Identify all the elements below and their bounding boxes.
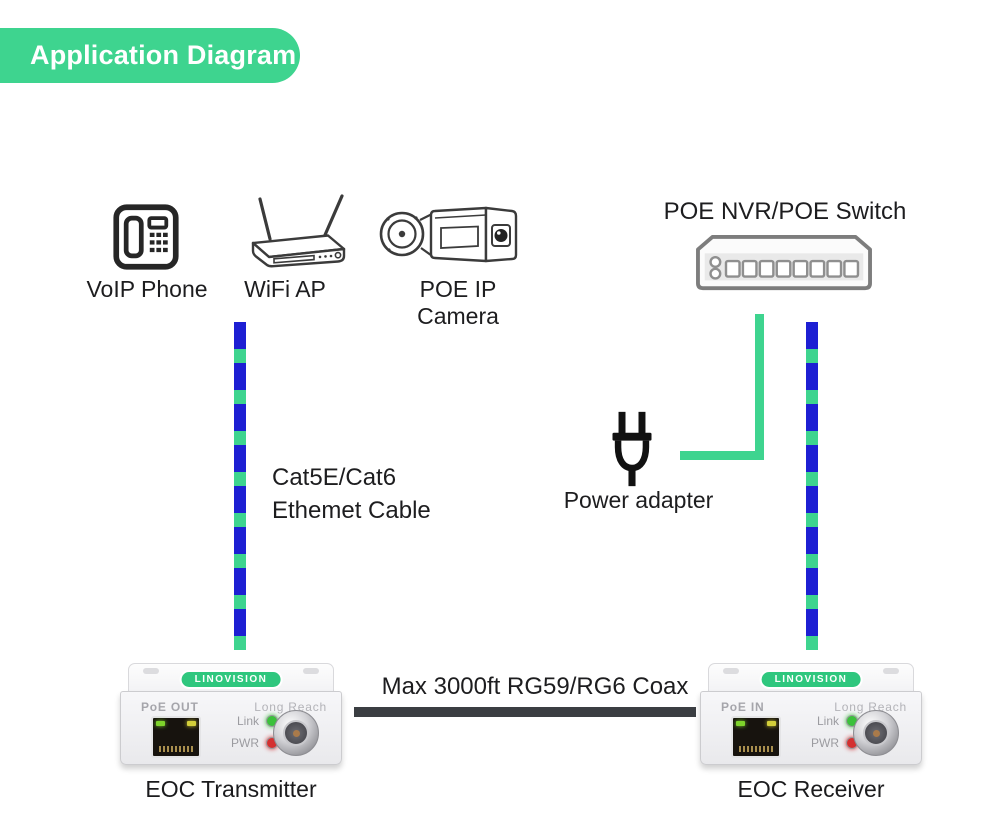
- poe-in-label: PoE IN: [721, 700, 765, 714]
- rj45-pins: [159, 746, 193, 752]
- ethernet-cable-label: Cat5E/Cat6 Ethemet Cable: [272, 461, 431, 527]
- rj45-pins: [739, 746, 773, 752]
- wifi-ap-label: WiFi AP: [244, 276, 326, 302]
- bnc-connector: [853, 710, 899, 756]
- rj45-led-green: [156, 721, 165, 726]
- pwr-label: PWR: [811, 736, 839, 750]
- link-led-row: Link: [803, 714, 858, 728]
- bnc-pin: [293, 730, 300, 737]
- coax-cable-label: Max 3000ft RG59/RG6 Coax: [381, 673, 689, 700]
- bnc-pin: [873, 730, 880, 737]
- power-adapter-label: Power adapter: [563, 487, 714, 513]
- bnc-ring: [863, 720, 889, 746]
- device-front-face: PoE IN Long Reach Link PWR: [700, 691, 922, 765]
- eoc-transmitter-device: LINOVISION PoE OUT Long Reach Link PWR: [120, 663, 342, 765]
- device-front-face: PoE OUT Long Reach Link PWR: [120, 691, 342, 765]
- pwr-label: PWR: [231, 736, 259, 750]
- pwr-led-row: PWR: [223, 736, 278, 750]
- long-reach-label: Long Reach: [254, 700, 327, 714]
- device-top-face: LINOVISION: [128, 663, 334, 691]
- bnc-ring: [283, 720, 309, 746]
- eoc-receiver-device: LINOVISION PoE IN Long Reach Link PWR: [700, 663, 922, 765]
- power-plug-icon: [606, 410, 658, 488]
- poe-ip-camera-icon: [378, 198, 528, 270]
- rj45-port: [731, 716, 781, 758]
- ethernet-cable-label-line2: Ethemet Cable: [272, 497, 431, 524]
- coax-cable-line: [354, 707, 696, 717]
- poe-switch-label: POE NVR/POE Switch: [663, 198, 907, 225]
- wifi-ap-icon: [240, 192, 350, 276]
- brand-badge: LINOVISION: [759, 670, 863, 689]
- rj45-led-green: [736, 721, 745, 726]
- eoc-receiver-caption: EOC Receiver: [737, 776, 885, 802]
- eoc-transmitter-caption: EOC Transmitter: [145, 776, 317, 802]
- link-label: Link: [816, 714, 839, 728]
- device-top-face: LINOVISION: [708, 663, 914, 691]
- ethernet-cable-label-line1: Cat5E/Cat6: [272, 464, 397, 491]
- bnc-connector: [273, 710, 319, 756]
- voip-phone-icon: [112, 203, 180, 271]
- long-reach-label: Long Reach: [834, 700, 907, 714]
- poe-switch-icon: [694, 234, 874, 292]
- page-title: Application Diagram: [0, 28, 300, 83]
- rj45-led-yellow: [187, 721, 196, 726]
- rj45-led-yellow: [767, 721, 776, 726]
- power-line-vertical: [755, 314, 764, 460]
- poe-out-label: PoE OUT: [141, 700, 199, 714]
- power-line-horizontal: [680, 451, 764, 460]
- rj45-port: [151, 716, 201, 758]
- screw-tab: [303, 668, 319, 674]
- ethernet-cable-left: [234, 322, 246, 650]
- ethernet-cable-right: [806, 322, 818, 650]
- link-label: Link: [236, 714, 259, 728]
- screw-tab: [883, 668, 899, 674]
- brand-badge: LINOVISION: [179, 670, 283, 689]
- pwr-led-row: PWR: [803, 736, 858, 750]
- voip-phone-label: VoIP Phone: [86, 276, 208, 302]
- screw-tab: [143, 668, 159, 674]
- poe-camera-label: POE IP Camera: [417, 276, 499, 329]
- link-led-row: Link: [223, 714, 278, 728]
- screw-tab: [723, 668, 739, 674]
